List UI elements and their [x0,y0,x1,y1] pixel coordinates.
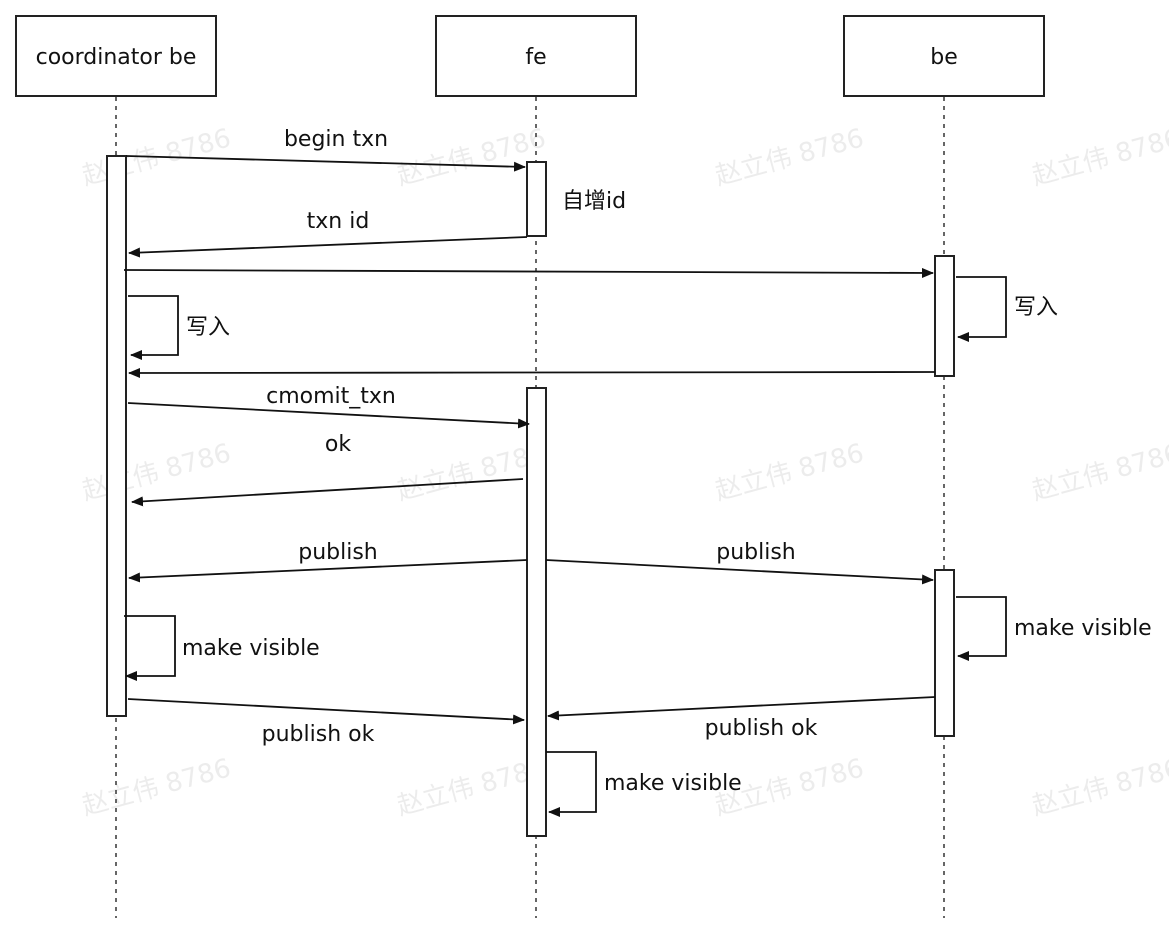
participant-label: fe [525,45,546,70]
message-label: publish [716,540,796,565]
message-label: 自增id [562,189,626,214]
message-publish-ok-from-be [547,696,936,721]
watermark: 赵立伟 8786 [712,123,867,191]
message-label: make visible [182,636,320,661]
message-label: make visible [1014,616,1152,641]
message-coord-write-self [128,295,179,360]
watermark: 赵立伟 8786 [712,438,867,506]
participant-fe: fe [435,15,637,97]
watermark: 赵立伟 8786 [394,753,549,821]
message-publish-to-be [545,559,934,585]
activation-fe-2 [526,387,547,837]
watermark: 赵立伟 8786 [79,753,234,821]
participant-be: be [843,15,1045,97]
message-publish-ok-from-coord [127,698,525,725]
message-be-make-visible-self [956,596,1007,661]
message-be-write-self [956,276,1007,342]
message-begin-txn [125,155,526,172]
participant-label: coordinator be [36,45,197,70]
message-label: ok [325,432,351,457]
message-label: publish ok [705,716,818,741]
message-ok [131,478,524,507]
message-txn-id [128,236,528,258]
watermark: 赵立伟 8786 [1029,438,1169,506]
watermark: 赵立伟 8786 [1029,753,1169,821]
message-label: publish ok [262,722,375,747]
message-commit-txn [127,402,530,429]
watermark-layer: 赵立伟 8786 赵立伟 8786 赵立伟 8786 赵立伟 8786 赵立伟 … [79,123,1169,821]
message-be-to-coord [128,367,936,378]
message-label: begin txn [284,127,388,152]
message-fe-make-visible-self [546,751,597,817]
watermark: 赵立伟 8786 [394,123,549,191]
watermark: 赵立伟 8786 [1029,123,1169,191]
participant-coordinator-be: coordinator be [15,15,217,97]
watermark: 赵立伟 8786 [394,438,549,506]
message-coord-make-visible-self [124,615,176,681]
message-label: publish [298,540,378,565]
activation-coordinator-be [106,155,127,717]
activation-fe-1 [526,161,547,237]
message-publish-to-coord [128,559,528,583]
activation-be-2 [934,569,955,737]
message-label: 写入 [186,315,230,340]
participant-label: be [930,45,958,70]
message-label: txn id [307,209,370,234]
activation-be-1 [934,255,955,377]
message-label: 写入 [1014,295,1058,320]
message-label: make visible [604,771,742,796]
message-coord-to-be [123,267,934,278]
message-label: cmomit_txn [266,384,396,409]
